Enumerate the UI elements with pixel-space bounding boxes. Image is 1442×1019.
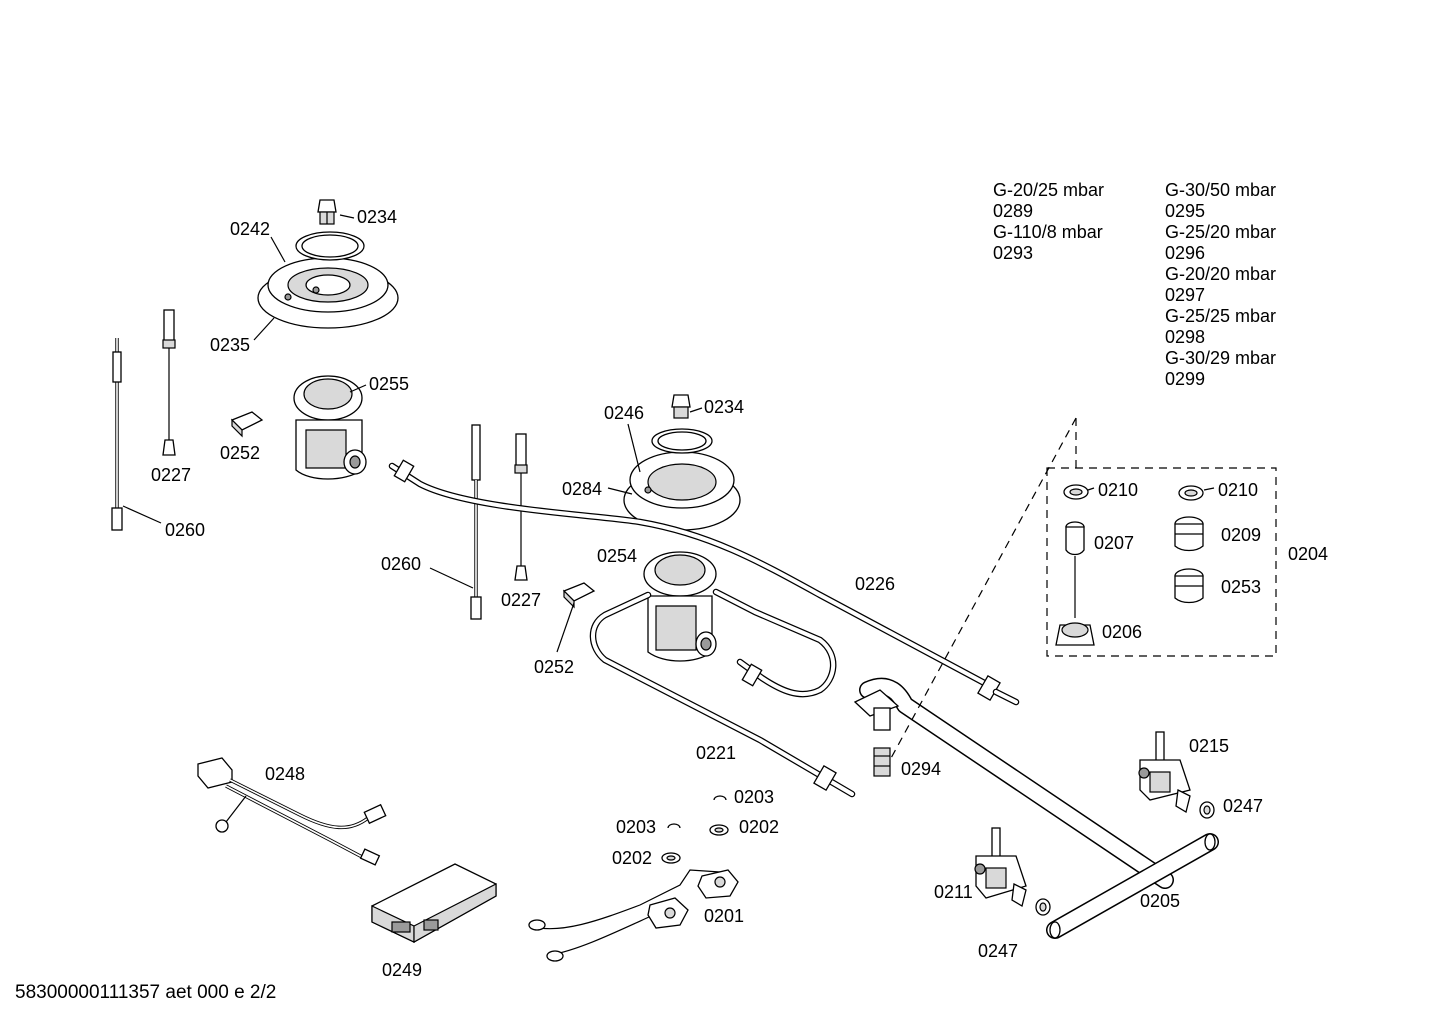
nut-0206 xyxy=(1055,622,1095,646)
label-0252-left: 0252 xyxy=(220,443,260,463)
washer-0202-lower xyxy=(661,852,681,864)
label-0204: 0204 xyxy=(1288,544,1328,564)
clip-0203-upper xyxy=(713,795,727,801)
label-0234-upper: 0234 xyxy=(357,207,397,227)
nozzle-kit-box-0204 xyxy=(889,417,1277,761)
gas-variant-col2-line1: G-30/50 mbar xyxy=(1165,180,1276,200)
retaining-clip-0252-center xyxy=(562,582,596,609)
label-0247-lower: 0247 xyxy=(978,941,1018,961)
gas-variant-col2-line5: G-20/20 mbar xyxy=(1165,264,1276,284)
nozzle-0294 xyxy=(873,707,891,777)
ignition-electrode-0227-center xyxy=(514,433,528,581)
gas-variant-col2-line6: 0297 xyxy=(1165,285,1205,305)
gas-pipe-0226 xyxy=(388,459,1020,706)
label-0201: 0201 xyxy=(704,906,744,926)
washer-0210-right xyxy=(1178,485,1204,501)
ignition-module-0249 xyxy=(371,863,497,944)
label-0227-left: 0227 xyxy=(151,465,191,485)
label-0210-right: 0210 xyxy=(1218,480,1258,500)
label-0248: 0248 xyxy=(265,764,305,784)
label-0227-center: 0227 xyxy=(501,590,541,610)
label-0235: 0235 xyxy=(210,335,250,355)
label-0210-left: 0210 xyxy=(1098,480,1138,500)
label-0206: 0206 xyxy=(1102,622,1142,642)
document-footer-id: 58300000111357 aet 000 e 2/2 xyxy=(15,982,276,1003)
part-labels: 0234 0242 0235 0255 0227 0252 0260 0246 … xyxy=(151,207,1328,980)
gas-variant-col2-line8: 0298 xyxy=(1165,327,1205,347)
wiring-harness-0248 xyxy=(197,757,387,866)
gas-valve-0215 xyxy=(1138,731,1191,814)
thermocouple-0260-left xyxy=(111,338,123,531)
label-0202-lower: 0202 xyxy=(612,848,652,868)
label-0260-left: 0260 xyxy=(165,520,205,540)
label-0249: 0249 xyxy=(382,960,422,980)
burner-ring-0284 xyxy=(623,428,741,531)
label-0211: 0211 xyxy=(934,882,973,902)
gas-variant-col2-line4: 0296 xyxy=(1165,243,1205,263)
washer-0247-lower xyxy=(1035,898,1051,916)
label-0246: 0246 xyxy=(604,403,644,423)
label-0252-center: 0252 xyxy=(534,657,574,677)
gas-variant-col1-line3: G-110/8 mbar xyxy=(993,222,1103,242)
label-0203-upper: 0203 xyxy=(734,787,774,807)
label-0260-center: 0260 xyxy=(381,554,421,574)
nozzle-0209 xyxy=(1174,516,1204,552)
label-0215: 0215 xyxy=(1189,736,1229,756)
label-0209: 0209 xyxy=(1221,525,1261,545)
thermocouple-0260-center xyxy=(470,424,482,620)
gas-variant-col2-line2: 0295 xyxy=(1165,201,1205,221)
label-0203-lower: 0203 xyxy=(616,817,656,837)
label-0255: 0255 xyxy=(369,374,409,394)
gas-variant-col1-line4: 0293 xyxy=(993,243,1033,263)
burner-body-0254 xyxy=(643,551,717,662)
gas-pipe-0221 xyxy=(589,588,856,798)
label-0254: 0254 xyxy=(597,546,637,566)
gas-variant-col2-line9: G-30/29 mbar xyxy=(1165,348,1276,368)
burner-cap-0234-center xyxy=(671,394,691,419)
ignition-switch-assembly-0201 xyxy=(528,869,739,962)
gas-variant-col2-line3: G-25/20 mbar xyxy=(1165,222,1276,242)
label-0234-center: 0234 xyxy=(704,397,744,417)
washer-0247-upper xyxy=(1199,801,1215,819)
nozzle-0253 xyxy=(1174,568,1204,604)
washer-0210-left xyxy=(1063,484,1089,500)
label-0242: 0242 xyxy=(230,219,270,239)
ignition-electrode-0227-left xyxy=(162,309,176,456)
burner-cap-0234-upper xyxy=(317,199,337,225)
gas-variant-col1-line1: G-20/25 mbar xyxy=(993,180,1104,200)
gas-variant-col2-line10: 0299 xyxy=(1165,369,1205,389)
label-0294: 0294 xyxy=(901,759,941,779)
label-0253: 0253 xyxy=(1221,577,1261,597)
injector-0207 xyxy=(1065,521,1085,618)
gas-variant-col2-line7: G-25/25 mbar xyxy=(1165,306,1276,326)
label-0284: 0284 xyxy=(562,479,602,499)
gas-variant-table: G-20/25 mbar 0289 G-110/8 mbar 0293 G-30… xyxy=(993,180,1276,389)
label-0207: 0207 xyxy=(1094,533,1134,553)
label-0247-upper: 0247 xyxy=(1223,796,1263,816)
gas-variant-col1-line2: 0289 xyxy=(993,201,1033,221)
label-0202-upper: 0202 xyxy=(739,817,779,837)
clip-0203-lower xyxy=(667,823,681,829)
gas-rail-0205 xyxy=(853,677,1219,939)
burner-ring-0242 xyxy=(257,231,399,329)
gas-valve-0211 xyxy=(974,827,1027,908)
label-0226: 0226 xyxy=(855,574,895,594)
burner-body-0255 xyxy=(293,375,367,480)
label-0221: 0221 xyxy=(696,743,736,763)
washer-0202-upper xyxy=(709,824,729,836)
label-0205: 0205 xyxy=(1140,891,1180,911)
leader-lines xyxy=(122,214,1215,653)
retaining-clip-0252-left xyxy=(230,411,264,438)
